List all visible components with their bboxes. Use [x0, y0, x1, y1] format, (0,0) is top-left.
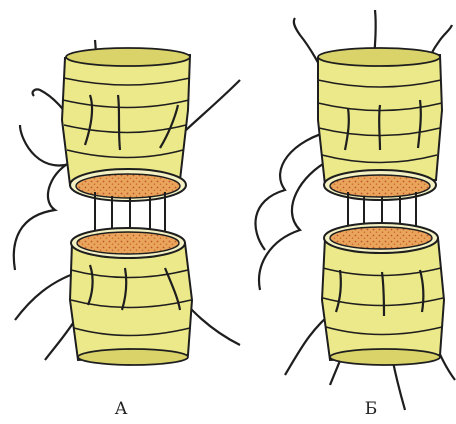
lower-vessel-segment-a [70, 228, 192, 365]
panel-label-a: А [106, 399, 136, 419]
panel-a [14, 40, 240, 365]
panel-label-b: Б [356, 399, 386, 419]
panel-b [255, 10, 455, 410]
